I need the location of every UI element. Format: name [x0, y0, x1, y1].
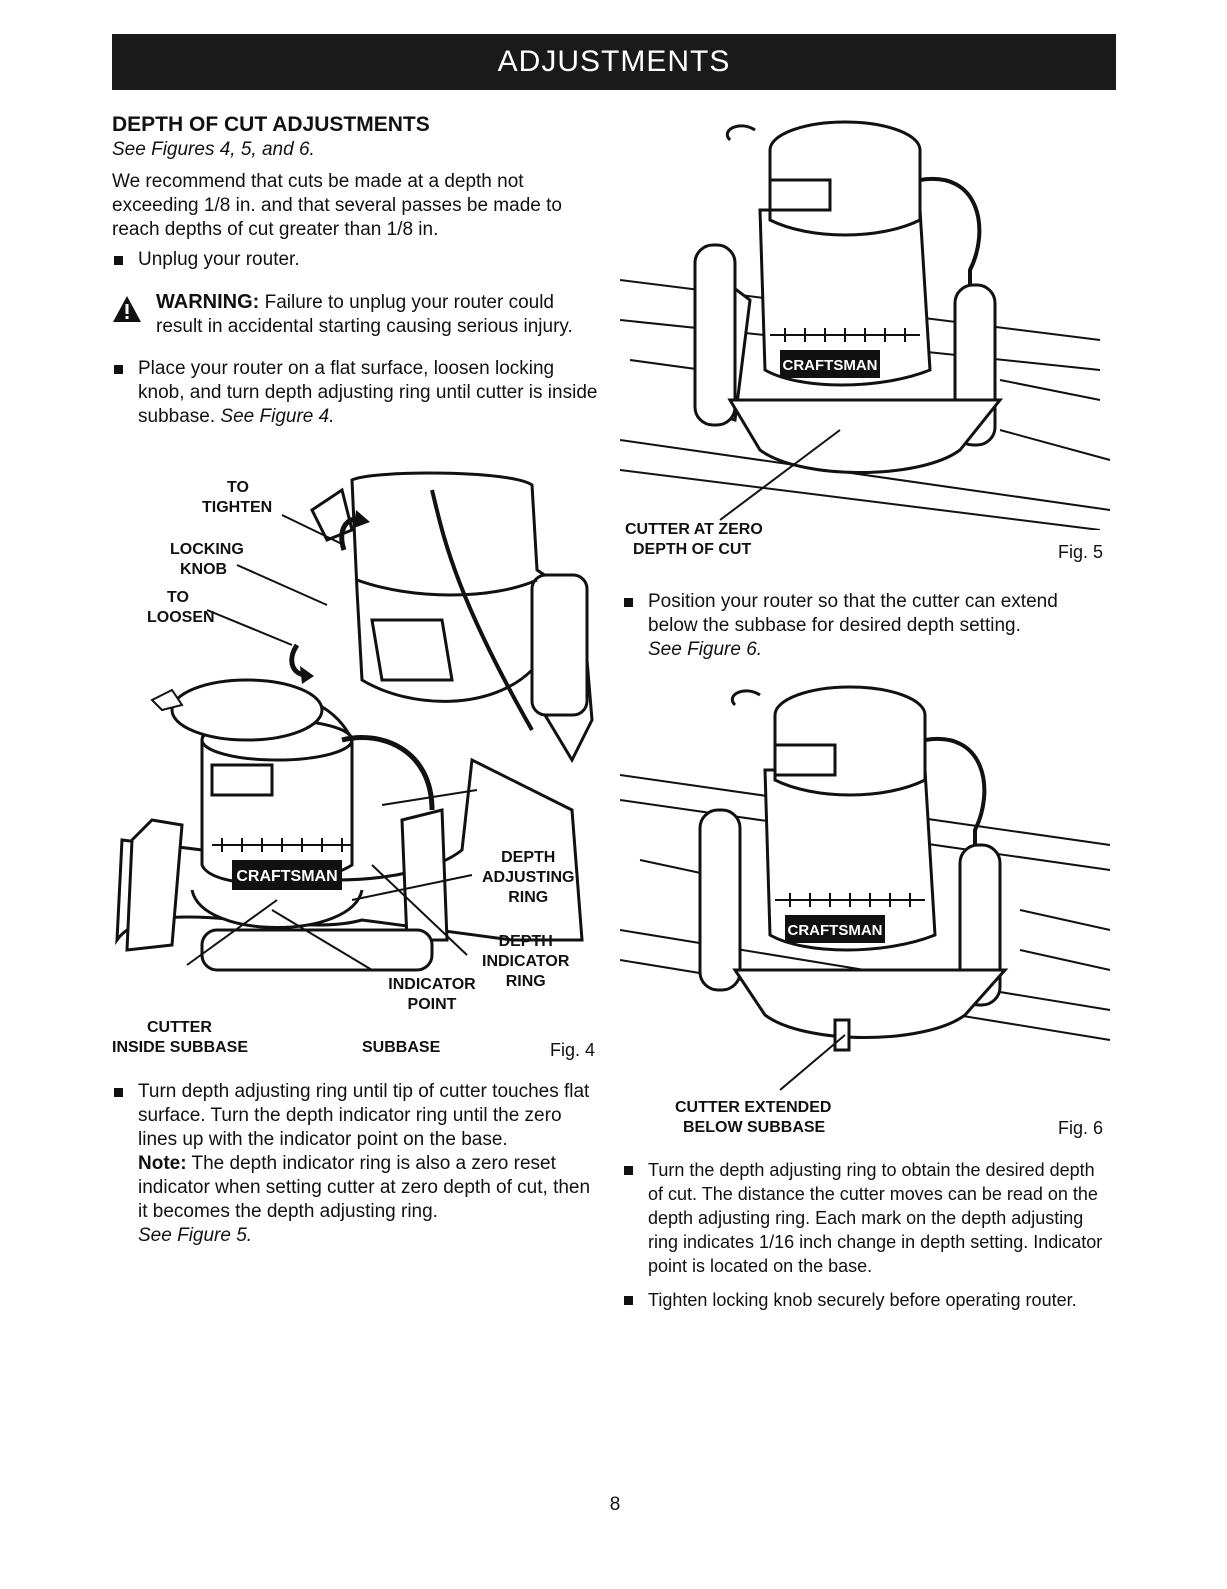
router-fig5-illustration: CRAFTSMAN: [619, 120, 1111, 531]
step-place: Place your router on a flat surface, loo…: [112, 357, 602, 429]
fig5-number: Fig. 5: [1058, 542, 1104, 562]
label-cutter-extended: CUTTER EXTENDED BELOW SUBBASE: [675, 1099, 832, 1136]
label-subbase: SUBBASE: [362, 1039, 441, 1056]
page-header-title: ADJUSTMENTS: [497, 45, 731, 78]
step-position-ref: See Figure 6.: [648, 639, 763, 660]
figure-6: CRAFTSMAN: [619, 680, 1120, 1100]
step-turn-ref: See Figure 5.: [138, 1225, 253, 1246]
label-locking-knob: LOCKING KNOB: [170, 541, 244, 578]
fig4-brand: CRAFTSMAN: [236, 868, 337, 885]
label-depth-adjusting-ring: DEPTH ADJUSTING RING: [482, 849, 575, 906]
warning-triangle-icon: [113, 296, 141, 322]
warning-label: WARNING:: [156, 291, 260, 313]
step-tighten: Tighten locking knob securely before ope…: [622, 1288, 1112, 1312]
step-turn: Turn depth adjusting ring until tip of c…: [112, 1080, 602, 1248]
see-figures-ref: See Figures 4, 5, and 6.: [112, 139, 315, 160]
label-cutter-at-zero: CUTTER AT ZERO DEPTH OF CUT: [625, 521, 763, 558]
warning-text: Failure to unplug your router could resu…: [156, 292, 573, 337]
label-depth-indicator-ring: DEPTH INDICATOR RING: [482, 933, 570, 990]
step-unplug: Unplug your router.: [112, 248, 602, 272]
figure-4: CRAFTSMAN TO TIGHTEN LOCKING KNOB TO LOO…: [112, 470, 602, 990]
left-column-top: DEPTH OF CUT ADJUSTMENTS See Figures 4, …: [112, 112, 602, 429]
label-indicator-point: INDICATOR POINT: [388, 976, 476, 1013]
label-to-tighten: TO TIGHTEN: [202, 479, 273, 516]
step-position: Position your router so that the cutter …: [622, 590, 1112, 662]
router-fig4-illustration: CRAFTSMAN: [115, 471, 594, 972]
fig4-number: Fig. 4: [550, 1040, 596, 1060]
page-header: ADJUSTMENTS: [112, 34, 1116, 90]
left-column-bottom: Turn depth adjusting ring until tip of c…: [112, 1080, 602, 1248]
label-to-loosen: TO LOOSEN: [147, 589, 215, 626]
figure-5: CRAFTSMAN: [619, 110, 1120, 531]
note-label: Note:: [138, 1153, 187, 1174]
fig6-brand: CRAFTSMAN: [788, 922, 883, 939]
step-place-ref: See Figure 4.: [220, 406, 335, 427]
step-obtain: Turn the depth adjusting ring to obtain …: [622, 1158, 1112, 1278]
warning-block: WARNING: Failure to unplug your router c…: [112, 290, 602, 339]
fig5-brand: CRAFTSMAN: [783, 357, 878, 374]
step-place-text: Place your router on a flat surface, loo…: [138, 358, 598, 427]
right-column-middle: Position your router so that the cutter …: [622, 590, 1112, 662]
page-number: 8: [609, 1494, 621, 1515]
label-cutter-inside-subbase: CUTTER INSIDE SUBBASE: [112, 1019, 249, 1056]
section-title: DEPTH OF CUT ADJUSTMENTS: [112, 113, 430, 136]
note-text: The depth indicator ring is also a zero …: [138, 1153, 591, 1222]
right-column-bottom: Turn the depth adjusting ring to obtain …: [622, 1158, 1112, 1312]
intro-paragraph: We recommend that cuts be made at a dept…: [112, 171, 562, 240]
router-fig6-illustration: CRAFTSMAN: [619, 685, 1111, 1091]
fig6-number: Fig. 6: [1058, 1118, 1104, 1138]
